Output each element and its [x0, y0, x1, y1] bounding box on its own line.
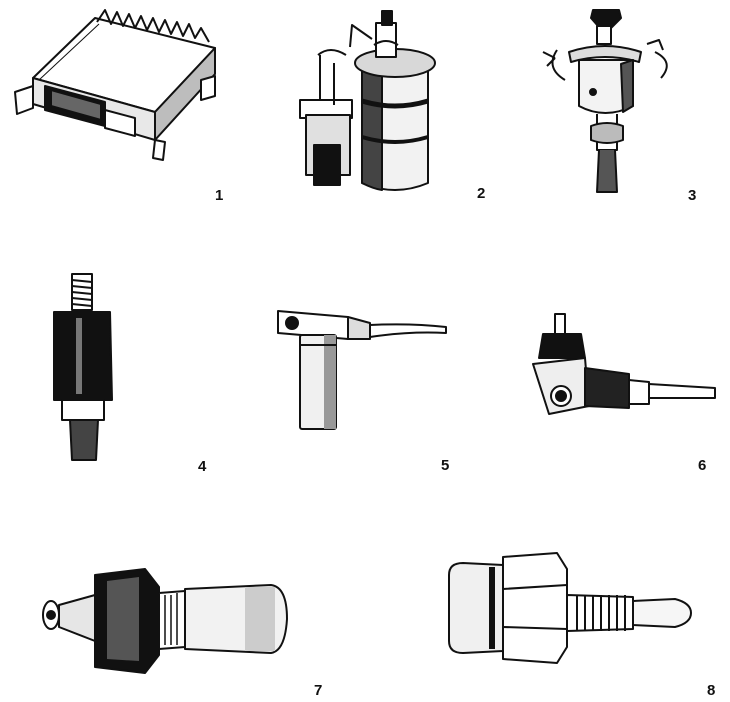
part-label-7: 7: [314, 682, 323, 699]
distributor-drawing: [542, 9, 668, 193]
part-label-3: 3: [688, 187, 697, 204]
angled-sensor-drawing: [277, 310, 447, 430]
ignition-coil-drawing: [299, 10, 436, 191]
threaded-switch-drawing: [448, 552, 692, 664]
bracket-sensor-drawing: [532, 313, 716, 415]
part-label-6: 6: [698, 457, 707, 474]
control-unit-drawing: [14, 9, 216, 161]
part-label-8: 8: [707, 682, 716, 699]
temperature-sender-drawing: [42, 568, 288, 674]
threaded-sensor-drawing: [53, 273, 113, 461]
part-label-5: 5: [441, 457, 450, 474]
part-label-4: 4: [198, 458, 207, 475]
part-label-1: 1: [215, 187, 224, 204]
part-label-2: 2: [477, 185, 486, 202]
